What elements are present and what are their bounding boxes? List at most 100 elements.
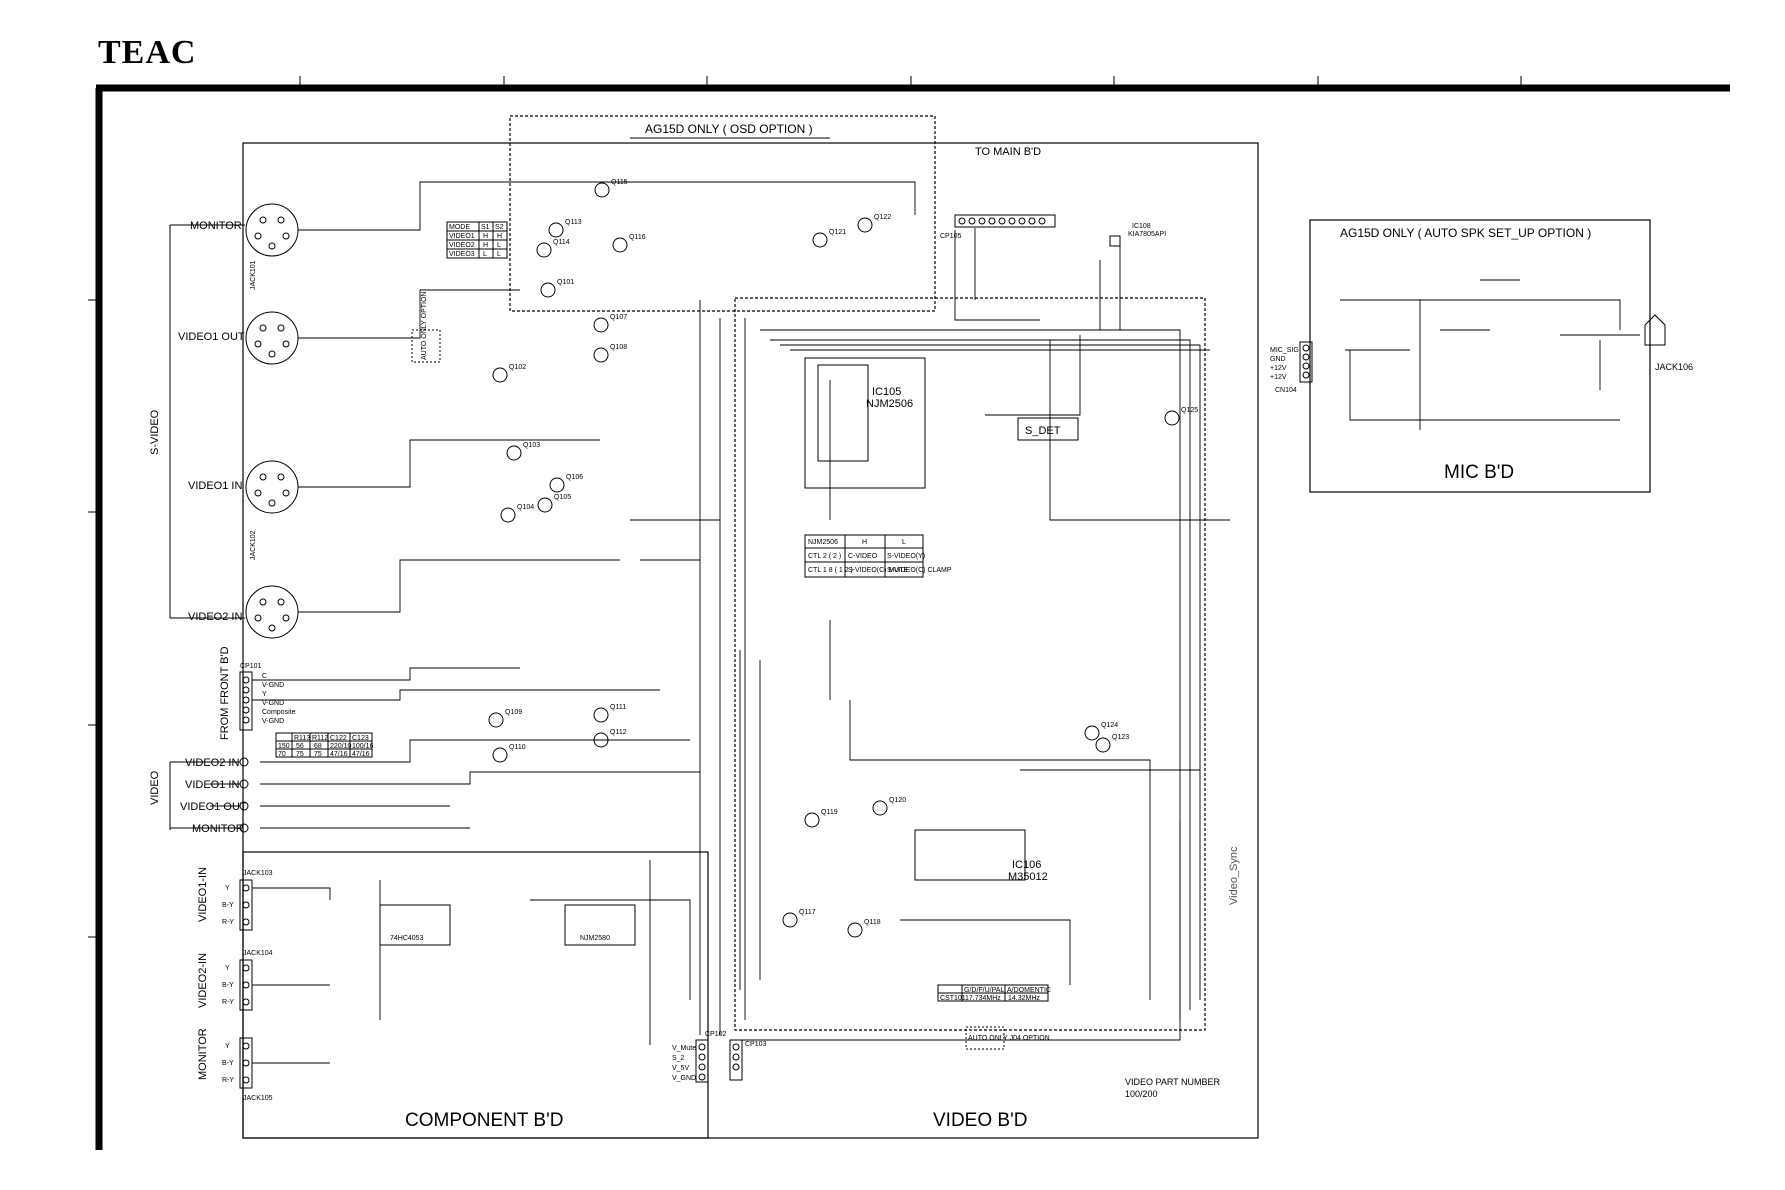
njm-table bbox=[804, 534, 924, 578]
transistor-q109 bbox=[488, 712, 504, 728]
cp102-ref: CP102 bbox=[705, 1031, 727, 1038]
cp101-pin-4: V-GND bbox=[262, 700, 284, 707]
rt-h1: R113 bbox=[294, 735, 310, 742]
mode-table bbox=[446, 221, 508, 259]
svideo-jack-video1-in bbox=[245, 460, 299, 514]
page-frame bbox=[88, 76, 1730, 1150]
transistor-q110 bbox=[492, 747, 508, 763]
rt-h3: C122 bbox=[330, 735, 347, 742]
mic-board-outline bbox=[1309, 219, 1651, 493]
auto-option-note-2: AUTO ONLY J04 OPTION bbox=[968, 1035, 1050, 1042]
osd-option-box bbox=[509, 115, 936, 312]
transistor-q111 bbox=[593, 707, 609, 723]
jack103-ref: JACK103 bbox=[243, 870, 273, 877]
osc-table bbox=[937, 984, 1049, 1002]
vertical-video2-in: VIDEO2-IN bbox=[197, 953, 209, 1008]
njm-r0c1: C-VIDEO bbox=[848, 553, 878, 560]
mode-h1: S1 bbox=[481, 224, 490, 231]
cp101-pin-1: C bbox=[262, 673, 267, 680]
component-board-outline bbox=[242, 851, 709, 1139]
cp105-ref: CP105 bbox=[940, 233, 962, 240]
rt-h2: R112 bbox=[312, 735, 328, 742]
video-board-outline bbox=[242, 142, 1259, 1139]
transistor-label-q115: Q115 bbox=[611, 179, 628, 186]
njm-r0c0: CTL 2 ( 2 ) bbox=[808, 553, 841, 560]
transistor-label-q112: Q112 bbox=[610, 729, 627, 736]
transistor-label-q118: Q118 bbox=[864, 919, 881, 926]
transistor-q113 bbox=[548, 222, 564, 238]
transistor-label-q113: Q113 bbox=[565, 219, 582, 226]
to-main-label: TO MAIN B'D bbox=[975, 146, 1041, 158]
jack105-pin-y: Y bbox=[225, 1043, 230, 1050]
rt-r1c3: 47/16 bbox=[330, 751, 348, 758]
rt-r0c2: 68 bbox=[314, 743, 322, 750]
jack104-pin-ry: R-Y bbox=[222, 999, 234, 1006]
cp105-connector bbox=[954, 214, 1056, 228]
ic106 bbox=[914, 829, 1026, 881]
jack105-ref: JACK105 bbox=[243, 1095, 273, 1102]
mode-r0c0: VIDEO1 bbox=[449, 233, 475, 240]
rt-r1c0: 70 bbox=[278, 751, 286, 758]
jack103-pin-ry: R-Y bbox=[222, 919, 234, 926]
jack106-icon bbox=[1644, 314, 1666, 346]
mode-r0c2: H bbox=[497, 233, 502, 240]
transistor-label-q123: Q123 bbox=[1112, 734, 1129, 741]
rt-r0c0: 150 bbox=[278, 743, 290, 750]
osc-r0c1: 17.734MHz bbox=[965, 995, 1001, 1002]
jack103-pin-by: B-Y bbox=[222, 902, 234, 909]
njm-h0: NJM2506 bbox=[808, 539, 838, 546]
svideo-jack-video1-out bbox=[245, 311, 299, 365]
mode-r0c1: H bbox=[483, 233, 488, 240]
ic-74hc4053: 74HC4053 bbox=[390, 935, 424, 942]
vertical-monitor: MONITOR bbox=[197, 1028, 209, 1080]
cp102-pin-2: S_2 bbox=[672, 1055, 685, 1062]
rca-monitor: MONITOR bbox=[192, 823, 244, 835]
mode-r1c1: H bbox=[483, 242, 488, 249]
ic106-part: M35012 bbox=[1008, 871, 1048, 883]
jack101-label: JACK101 bbox=[250, 260, 257, 290]
mode-r2c0: VIDEO3 bbox=[449, 251, 475, 258]
osc-r0c2: 14.32MHz bbox=[1008, 995, 1040, 1002]
osc-h1: A/DOMENTIC bbox=[1007, 987, 1051, 994]
transistor-label-q119: Q119 bbox=[821, 809, 838, 816]
transistor-label-q125: Q125 bbox=[1181, 407, 1198, 414]
s-video-label: S-VIDEO bbox=[149, 409, 161, 455]
njm-r0c2: S-VIDEO(Y) bbox=[887, 553, 925, 560]
rt-r1c1: 75 bbox=[296, 751, 304, 758]
transistor-q107 bbox=[593, 317, 609, 333]
rt-r0c1: 56 bbox=[296, 743, 304, 750]
cn104-pin-2: GND bbox=[1270, 356, 1286, 363]
cn104-ref: CN104 bbox=[1275, 387, 1297, 394]
transistor-label-q107: Q107 bbox=[610, 314, 627, 321]
ic106-name: IC106 bbox=[1012, 859, 1041, 871]
transistor-label-q104: Q104 bbox=[517, 504, 534, 511]
transistor-label-q122: Q122 bbox=[874, 214, 891, 221]
njm-r1c2: S-VIDEO(C) CLAMP bbox=[887, 567, 952, 574]
transistor-q122 bbox=[857, 217, 873, 233]
jack102-label: JACK102 bbox=[250, 530, 257, 560]
transistor-label-q116: Q116 bbox=[629, 234, 646, 241]
transistor-q104 bbox=[500, 507, 516, 523]
rca-video1-out: VIDEO1 OUT bbox=[180, 801, 247, 813]
njm-h2: L bbox=[902, 539, 906, 546]
transistor-label-q105: Q105 bbox=[554, 494, 571, 501]
transistor-q119 bbox=[804, 812, 820, 828]
mode-r1c2: L bbox=[497, 242, 501, 249]
rca-video1-in: VIDEO1 IN bbox=[185, 779, 239, 791]
ic105 bbox=[804, 357, 926, 489]
transistor-label-q101: Q101 bbox=[557, 279, 574, 286]
cp103-connector bbox=[729, 1039, 743, 1081]
cn104-connector bbox=[1299, 341, 1313, 383]
transistor-label-q110: Q110 bbox=[509, 744, 526, 751]
transistor-label-q121: Q121 bbox=[829, 229, 846, 236]
mic-board-label: MIC B'D bbox=[1444, 462, 1514, 483]
brand-logo: TEAC bbox=[98, 34, 197, 71]
transistor-q114 bbox=[536, 242, 552, 258]
transistor-label-q108: Q108 bbox=[610, 344, 627, 351]
rt-r1c2: 75 bbox=[314, 751, 322, 758]
cn104-pin-1: MIC_SIG bbox=[1270, 347, 1299, 354]
cp101-pin-3: Y bbox=[262, 691, 267, 698]
cp101-pin-5: Composite bbox=[262, 709, 296, 716]
transistor-q118 bbox=[847, 922, 863, 938]
